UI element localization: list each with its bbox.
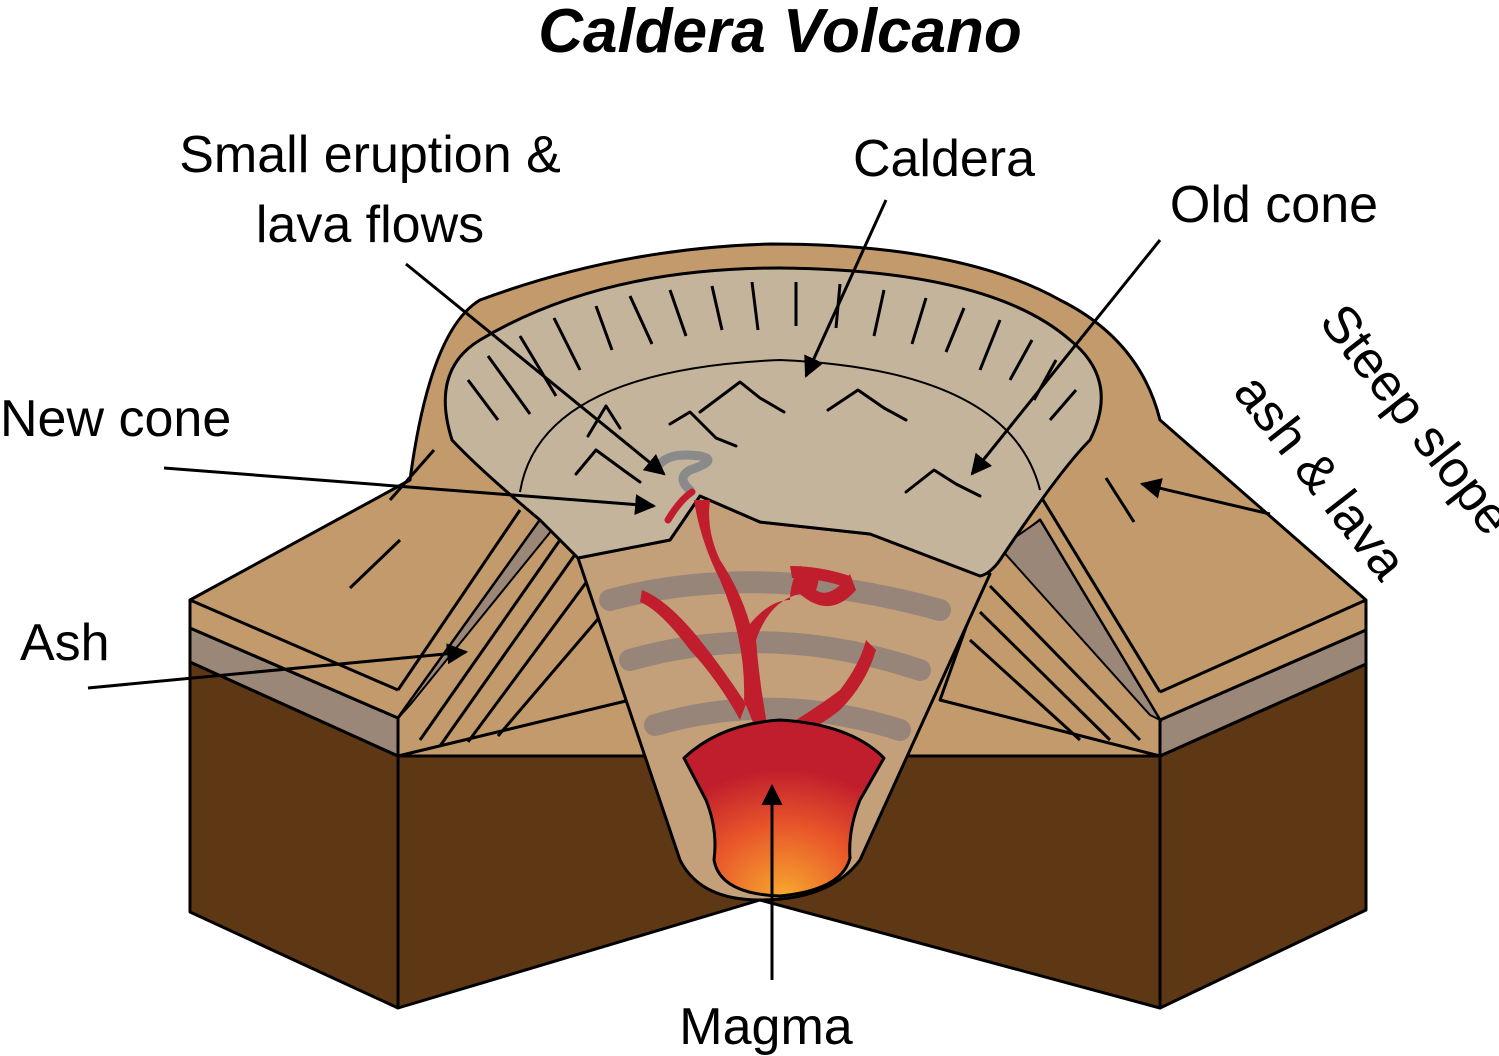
arrow-small-eruption xyxy=(405,262,666,476)
arrows xyxy=(87,199,1271,980)
caldera-wall-hatching xyxy=(466,281,1078,421)
heat-bands xyxy=(599,571,951,741)
peak-1 xyxy=(698,380,786,414)
label-small-eruption-line2: lava flows xyxy=(256,196,484,254)
peak-4 xyxy=(574,448,642,484)
arrow-old-cone xyxy=(970,239,1162,476)
arrow-ash xyxy=(87,643,469,690)
peak-6 xyxy=(904,468,982,498)
arrow-steep-slope xyxy=(1139,478,1271,516)
arrow-caldera xyxy=(804,199,888,378)
strata-lines-right xyxy=(968,494,1367,742)
magma-chamber xyxy=(682,718,886,898)
label-caldera: Caldera xyxy=(853,130,1035,188)
smoke-plume xyxy=(655,450,713,495)
label-new-cone: New cone xyxy=(0,390,231,448)
peak-3 xyxy=(586,404,622,438)
label-old-cone: Old cone xyxy=(1170,176,1378,234)
label-ash: Ash xyxy=(20,614,110,672)
strata-lines-left xyxy=(189,509,606,747)
arrow-new-cone xyxy=(163,466,657,516)
peak-5 xyxy=(826,388,908,422)
label-magma: Magma xyxy=(679,998,852,1056)
peak-2 xyxy=(668,410,738,448)
lava-vent xyxy=(664,488,696,524)
caldera-inner-rim xyxy=(519,358,1041,493)
label-small-eruption-line1: Small eruption & xyxy=(179,126,561,184)
new-cones xyxy=(574,380,982,498)
slope-hatching xyxy=(348,449,1136,590)
diagram-title: Caldera Volcano xyxy=(538,0,1022,66)
